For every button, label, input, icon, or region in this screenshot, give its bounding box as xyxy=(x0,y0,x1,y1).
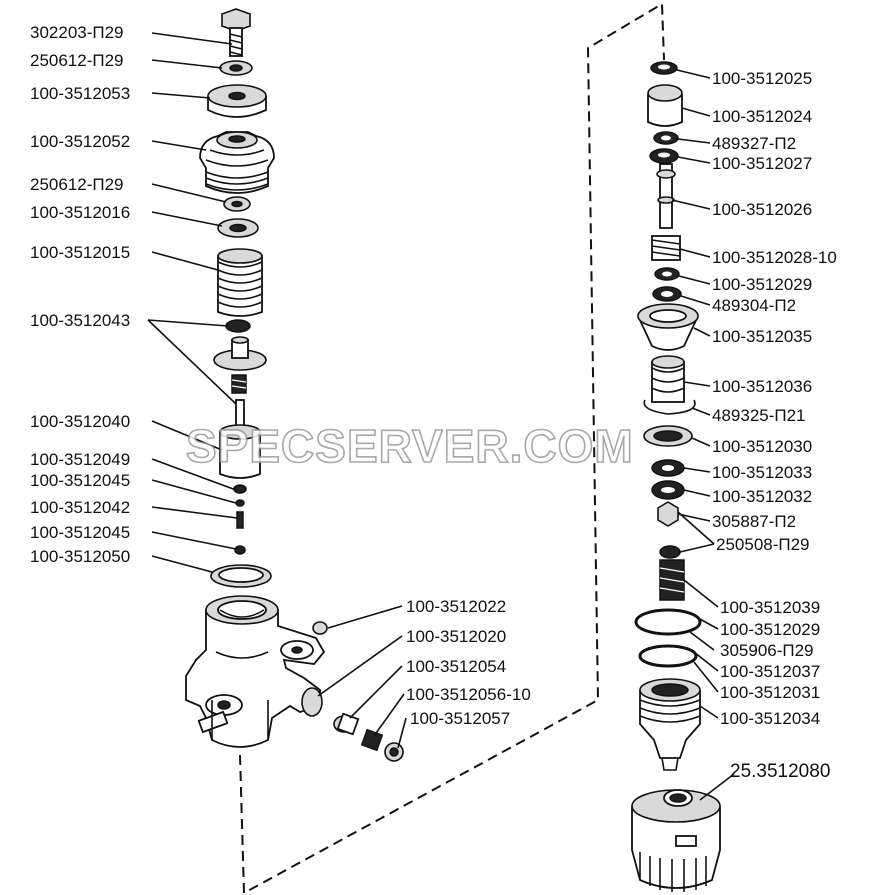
part-upper-spring xyxy=(651,235,681,261)
part-top-ring xyxy=(650,61,678,75)
label-100-3512027: 100-3512027 xyxy=(712,154,812,173)
labels-right: 100-3512025 100-3512024 489327-П2 100-35… xyxy=(712,69,837,782)
label-305887-p2: 305887-П2 xyxy=(712,512,796,531)
part-large-oring-1 xyxy=(634,608,702,636)
label-100-3512035: 100-3512035 xyxy=(712,327,812,346)
label-100-3512050: 100-3512050 xyxy=(30,547,130,566)
label-100-3512025: 100-3512025 xyxy=(712,69,812,88)
part-piston xyxy=(219,399,261,479)
label-100-3512036: 100-3512036 xyxy=(712,377,812,396)
label-100-3512043: 100-3512043 xyxy=(30,311,130,330)
part-piston-ring xyxy=(643,425,693,447)
label-305906-p29: 305906-П29 xyxy=(720,641,814,660)
label-489325-p21: 489325-П21 xyxy=(712,406,806,425)
watermark: SPECSERVER.COM xyxy=(186,420,634,472)
part-washer-top xyxy=(219,60,253,76)
label-100-3512056-10: 100-3512056-10 xyxy=(406,685,531,704)
label-100-3512040: 100-3512040 xyxy=(30,412,130,431)
part-spring-seat xyxy=(217,218,259,238)
label-100-3512031: 100-3512031 xyxy=(720,683,820,702)
part-oring-mid2 xyxy=(652,286,682,302)
label-100-3512033: 100-3512033 xyxy=(712,463,812,482)
label-100-3512016: 100-3512016 xyxy=(30,203,130,222)
label-100-3512028-10: 100-3512028-10 xyxy=(712,248,837,267)
label-100-3512042: 100-3512042 xyxy=(30,498,130,517)
part-side-spring xyxy=(360,728,384,752)
label-100-3512030: 100-3512030 xyxy=(712,437,812,456)
label-100-3512049: 100-3512049 xyxy=(30,450,130,469)
label-302203-p29: 302203-П29 xyxy=(30,23,124,42)
part-filter-cap xyxy=(631,789,721,892)
part-small-spring xyxy=(231,374,247,394)
label-250508-p29: 250508-П29 xyxy=(716,535,810,554)
label-100-3512032: 100-3512032 xyxy=(712,487,812,506)
part-small-nut xyxy=(659,545,681,559)
part-plug-small xyxy=(312,621,328,635)
labels-mid: 100-3512022 100-3512020 100-3512054 100-… xyxy=(406,597,531,728)
part-stem xyxy=(656,163,676,229)
label-489304-p2: 489304-П2 xyxy=(712,296,796,315)
right-stack xyxy=(631,61,721,892)
label-100-3512052: 100-3512052 xyxy=(30,132,130,151)
label-100-3512037: 100-3512037 xyxy=(720,662,820,681)
part-washer-upper xyxy=(649,148,679,164)
part-large-ring xyxy=(210,564,272,588)
part-lower-spring xyxy=(651,355,685,403)
label-100-3512029-a: 100-3512029 xyxy=(712,275,812,294)
label-100-3512015: 100-3512015 xyxy=(30,243,130,262)
leader-lines xyxy=(147,32,735,801)
part-large-oring-2 xyxy=(638,644,698,668)
label-100-3512054: 100-3512054 xyxy=(406,657,506,676)
label-100-3512022: 100-3512022 xyxy=(406,597,506,616)
label-25-3512080: 25.3512080 xyxy=(730,761,830,782)
part-bolt xyxy=(221,8,251,57)
label-250612-p29-mid: 250612-П29 xyxy=(30,175,124,194)
label-100-3512053: 100-3512053 xyxy=(30,84,130,103)
label-100-3512034: 100-3512034 xyxy=(720,709,820,728)
part-small-seat-upper xyxy=(225,319,251,333)
part-bottom-spring xyxy=(659,559,685,601)
dashed-assembly-path xyxy=(239,2,665,895)
part-nut-middle xyxy=(223,196,251,212)
part-oring-mid xyxy=(654,267,680,281)
label-100-3512024: 100-3512024 xyxy=(712,107,812,126)
part-piston-plate xyxy=(213,336,267,371)
part-small-ball-lower xyxy=(234,545,246,555)
part-lower-body xyxy=(639,678,701,771)
part-top-cap xyxy=(647,84,683,127)
part-small-ball xyxy=(233,484,247,494)
label-250612-p29-top: 250612-П29 xyxy=(30,51,124,70)
part-washer-lower xyxy=(651,459,685,477)
part-small-ring xyxy=(235,499,245,507)
part-main-spring xyxy=(217,248,263,317)
label-100-3512026: 100-3512026 xyxy=(712,200,812,219)
part-diaphragm-cover xyxy=(199,131,275,194)
part-cone-seat xyxy=(637,303,699,351)
part-cap xyxy=(207,84,267,118)
part-pin xyxy=(236,511,244,529)
part-seal-lower xyxy=(651,480,685,500)
part-nut-lower xyxy=(657,501,679,527)
label-100-3512057: 100-3512057 xyxy=(410,709,510,728)
part-side-valve xyxy=(333,712,360,736)
label-489327-p2: 489327-П2 xyxy=(712,134,796,153)
label-100-3512039: 100-3512039 xyxy=(720,598,820,617)
label-100-3512029-b: 100-3512029 xyxy=(720,620,820,639)
part-oring-upper xyxy=(653,131,679,145)
labels-left: 302203-П29 250612-П29 100-3512053 100-35… xyxy=(30,23,130,566)
part-snap-ring xyxy=(643,399,696,415)
label-100-3512020: 100-3512020 xyxy=(406,627,506,646)
part-side-nut xyxy=(384,742,404,762)
left-stack xyxy=(185,8,404,762)
label-100-3512045-b: 100-3512045 xyxy=(30,523,130,542)
part-valve-housing xyxy=(185,595,326,748)
label-100-3512045-a: 100-3512045 xyxy=(30,471,130,490)
